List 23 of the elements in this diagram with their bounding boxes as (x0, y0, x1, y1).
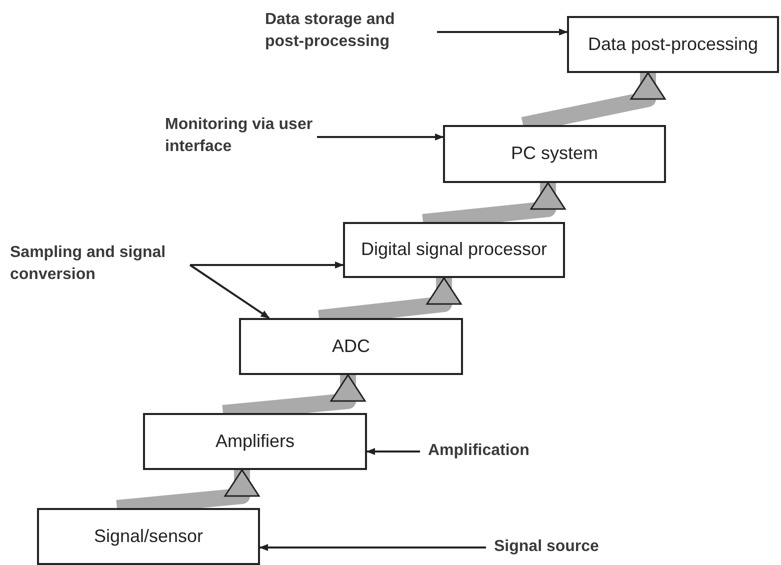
annotation-text: Amplification (428, 442, 530, 459)
box-label: Data post-processing (588, 34, 758, 56)
box-label: ADC (332, 336, 370, 358)
box-label: Digital signal processor (360, 239, 548, 261)
process-box (343, 222, 565, 278)
annotation-text: Data storage and post-processing (265, 11, 395, 50)
leader-arrow (366, 448, 420, 456)
process-box (443, 125, 666, 183)
box-label: PC system (510, 143, 598, 165)
leader-arrow (317, 133, 444, 141)
leader-arrow (190, 261, 344, 269)
annotation-text: Monitoring via user interface (165, 116, 313, 156)
annotation-text: Signal source (494, 538, 599, 555)
annotation-text: Sampling and signal conversion (10, 244, 166, 284)
process-box (567, 16, 779, 73)
process-box (37, 508, 260, 565)
box-label: Signal/sensor (94, 526, 204, 548)
leader-arrow (437, 28, 568, 36)
leader-arrow (259, 544, 486, 552)
box-label: Amplifiers (215, 430, 294, 452)
process-box (239, 318, 463, 375)
leader-arrow (189, 264, 270, 319)
process-box (143, 413, 367, 470)
